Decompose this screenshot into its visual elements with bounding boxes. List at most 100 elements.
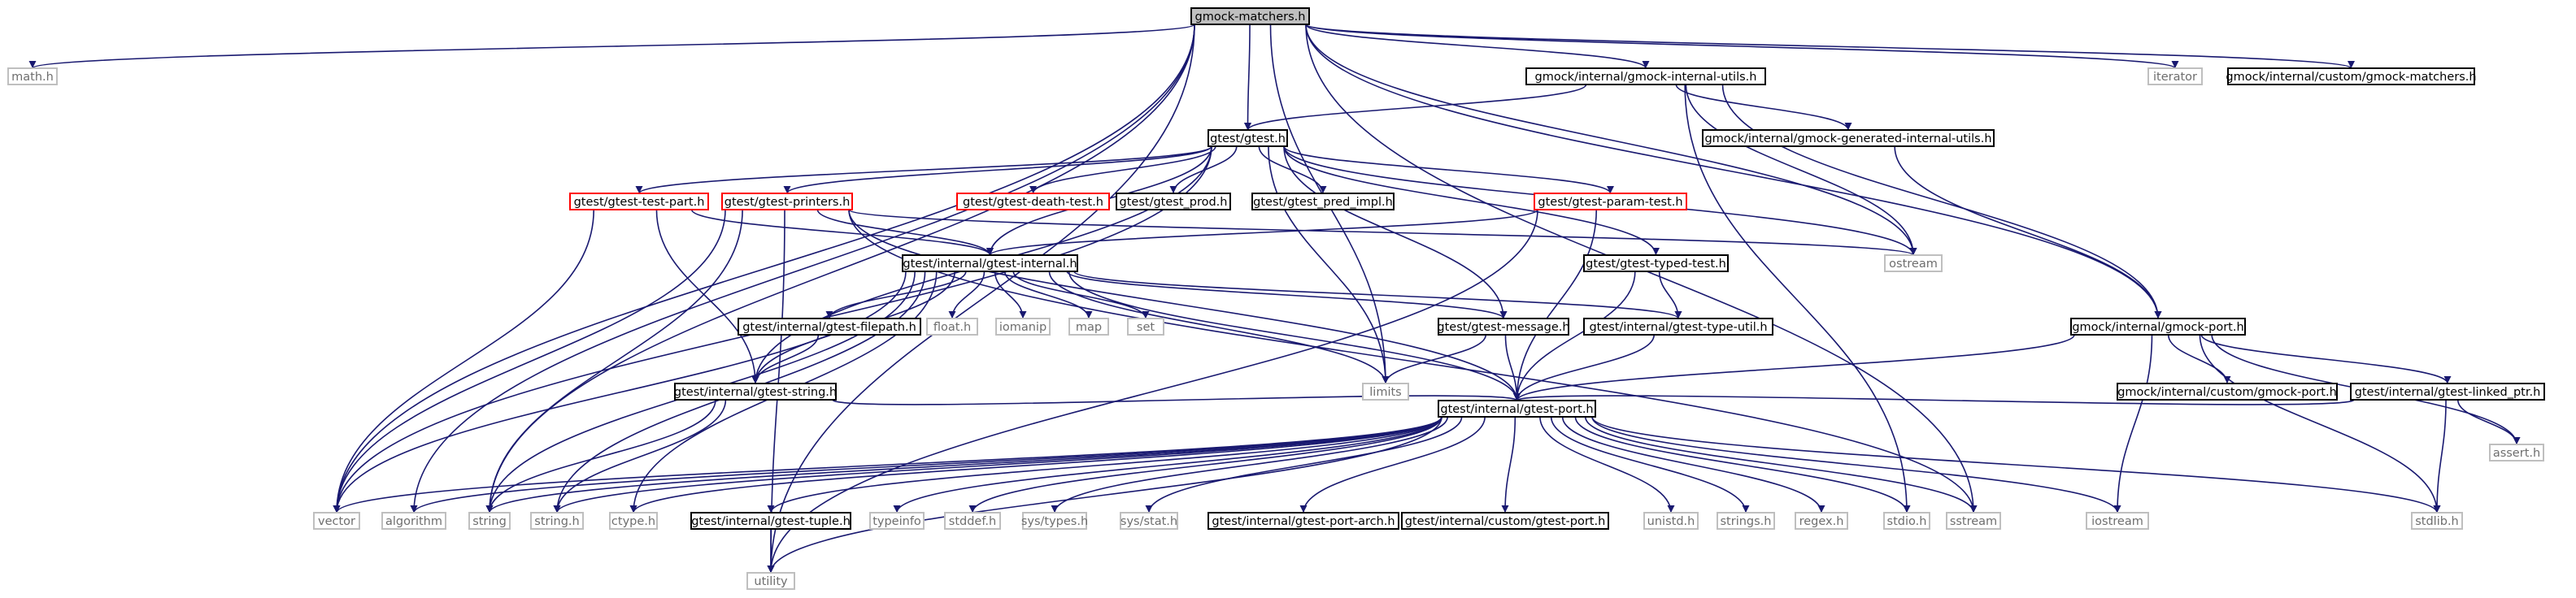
node-gtest-gtest-message-h[interactable]: gtest/gtest-message.h [1437,318,1570,336]
node-box [926,318,978,336]
dependency-edge [1048,271,1390,384]
edges-layer [29,24,2521,574]
node-box [2350,383,2545,401]
dependency-edge [1283,145,1614,194]
node-gmock-internal-custom-gmock-matchers-h[interactable]: gmock/internal/custom/gmock-matchers.h [2226,67,2477,85]
node-map: map [1068,318,1109,336]
node-gtest-internal-gtest-internal-h[interactable]: gtest/internal/gtest-internal.h [902,254,1078,272]
node-label: math.h [11,71,54,84]
edge-gtest-internal-gtest-port-h-to-gtest-internal-gtest-port-arch-h [1299,416,1486,514]
node-box [1127,318,1164,336]
node-gtest-internal-gtest-port-arch-h[interactable]: gtest/internal/gtest-port-arch.h [1208,512,1399,530]
node-label: gtest/internal/gtest-filepath.h [742,321,916,334]
dependency-edge [485,24,1195,514]
dependency-edge [690,209,994,256]
node-label: vector [318,515,355,528]
node-gtest-internal-gtest-type-util-h[interactable]: gtest/internal/gtest-type-util.h [1583,318,1773,336]
node-gtest-gtest-h[interactable]: gtest/gtest.h [1208,129,1288,147]
node-box [1362,383,1409,401]
edge-gmock-internal-gmock-internal-utils-h-to-gmock-internal-gmock-port-h [1721,84,2162,319]
node-gtest-internal-gtest-port-h[interactable]: gtest/internal/gtest-port.h [1438,400,1596,418]
edge-gmock-matchers-h-to-iterator [1305,24,2179,69]
node-algorithm: algorithm [381,512,446,530]
node-box [1190,7,1310,25]
dependency-edge [629,416,1442,514]
dependency-edge [816,209,994,256]
dependency-edge [1268,145,1390,384]
dependency-edge [1299,416,1486,514]
edge-gtest-internal-gtest-string-h-to-string-h [553,399,727,514]
node-box [313,512,360,530]
edge-gtest-gtest-h-to-gtest-gtest-test-part-h [635,145,1212,194]
dependency-edge [968,416,1442,514]
dependency-edge [825,271,967,319]
dependency-edge [1305,24,2179,69]
node-vector: vector [313,512,360,530]
edge-gmock-internal-gmock-internal-utils-h-to-gmock-internal-gmock-generated-internal-utils-h [1675,84,1852,131]
node-label: gtest/gtest-printers.h [724,196,851,209]
node-label: gtest/gtest_pred_impl.h [1253,196,1393,209]
dependency-edge [848,209,1521,401]
node-gtest-gtest-test-part-h[interactable]: gtest/gtest-test-part.h [569,193,709,210]
node-box [1022,512,1087,530]
node-string: string [468,512,511,530]
node-gtest-gtest-typed-test-h[interactable]: gtest/gtest-typed-test.h [1583,254,1729,272]
node-gtest-internal-gtest-tuple-h[interactable]: gtest/internal/gtest-tuple.h [690,512,851,530]
edge-gtest-internal-gtest-internal-h-to-iomanip [994,271,1027,319]
node-iomanip: iomanip [995,318,1051,336]
node-gtest-gtest-pred-impl-h[interactable]: gtest/gtest_pred_impl.h [1251,193,1395,210]
edge-gtest-internal-gtest-linked-ptr-h-to-stdlib-h [2433,399,2447,514]
node-gtest-gtest-prod-h[interactable]: gtest/gtest_prod.h [1116,193,1231,210]
dependency-edge [1550,416,1750,514]
edge-gmock-internal-gmock-internal-utils-h-to-gtest-gtest-h [1244,84,1587,131]
node-label: iostream [2091,515,2143,528]
edge-gtest-internal-gtest-internal-h-to-vector [333,271,907,514]
node-gtest-gtest-death-test-h[interactable]: gtest/gtest-death-test.h [956,193,1110,210]
edge-gtest-gtest-param-test-h-to-utility [767,209,1538,574]
node-label: iomanip [999,321,1046,334]
node-gtest-internal-gtest-filepath-h[interactable]: gtest/internal/gtest-filepath.h [738,318,921,336]
edge-gtest-internal-gtest-port-h-to-strings-h [1550,416,1750,514]
node-label: gtest/internal/custom/gtest-port.h [1405,515,1606,528]
node-gmock-internal-custom-gmock-port-h[interactable]: gmock/internal/custom/gmock-port.h [2117,383,2338,401]
edge-gtest-gtest-printers-h-to-gtest-internal-gtest-port-h [848,209,1521,401]
node-label: gmock/internal/custom/gmock-port.h [2117,386,2337,399]
node-gtest-gtest-param-test-h[interactable]: gtest/gtest-param-test.h [1534,193,1687,210]
node-gmock-matchers-h[interactable]: gmock-matchers.h [1190,7,1310,25]
edge-gtest-internal-gtest-port-h-to-stdlib-h [1591,416,2441,514]
edge-gtest-internal-gtest-port-h-to-gtest-internal-custom-gtest-port-h [1501,416,1516,514]
node-typeinfo: typeinfo [869,512,925,530]
node-gtest-internal-custom-gtest-port-h[interactable]: gtest/internal/custom/gtest-port.h [1401,512,1609,530]
node-label: set [1137,321,1155,334]
node-gtest-gtest-printers-h[interactable]: gtest/gtest-printers.h [721,193,853,210]
dependency-edge [410,24,1195,514]
node-ctype-h: ctype.h [609,512,658,530]
node-box [1208,512,1399,530]
node-gtest-internal-gtest-linked-ptr-h[interactable]: gtest/internal/gtest-linked_ptr.h [2350,383,2545,401]
node-box [1946,512,2001,530]
edge-gtest-internal-gtest-port-h-to-vector [333,416,1442,514]
dependency-edge [485,399,716,514]
edge-gmock-internal-gmock-generated-internal-utils-h-to-gmock-internal-gmock-port-h [1894,145,2162,319]
dependency-edge [1513,334,1656,401]
edge-gtest-internal-gtest-string-h-to-string [485,399,716,514]
node-box [721,193,853,210]
dependency-edge [1244,84,1587,131]
node-gmock-internal-gmock-generated-internal-utils-h[interactable]: gmock/internal/gmock-generated-internal-… [1702,129,1995,147]
edge-gtest-gtest-typed-test-h-to-gtest-internal-gtest-type-util-h [1658,271,1682,319]
dependency-edge [1513,209,1598,401]
node-label: iterator [2153,71,2197,84]
edge-gtest-internal-gtest-linked-ptr-h-to-assert-h [2456,399,2521,445]
dependency-edge [1305,24,2162,319]
node-box [569,193,709,210]
node-gmock-internal-gmock-port-h[interactable]: gmock/internal/gmock-port.h [2070,318,2246,336]
node-label: gtest/internal/gtest-linked_ptr.h [2355,386,2541,399]
node-gmock-internal-gmock-internal-utils-h[interactable]: gmock/internal/gmock-internal-utils.h [1525,67,1766,85]
edge-gmock-matchers-h-to-math-h [29,24,1195,69]
node-label: gmock/internal/gmock-generated-internal-… [1704,132,1991,145]
edge-gtest-internal-gtest-internal-h-to-gtest-gtest-message-h [1066,271,1508,319]
node-label: algorithm [385,515,442,528]
node-gtest-internal-gtest-string-h[interactable]: gtest/internal/gtest-string.h [674,383,837,401]
dependency-edge [848,209,1917,256]
edge-gtest-internal-gtest-port-h-to-sys-types-h [1051,416,1449,514]
